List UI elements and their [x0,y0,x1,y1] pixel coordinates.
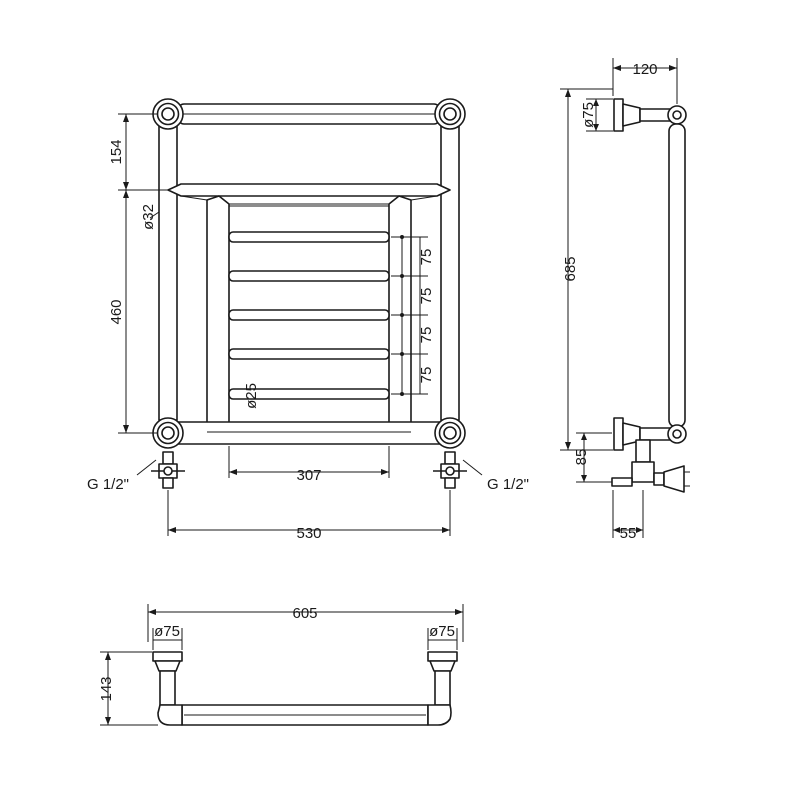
top-rail-tube [181,704,429,726]
right-post [440,123,460,421]
bottom-rail [176,421,442,445]
front-dimensions: 154 460 ø32 75 75 75 75 ø25 307 [87,113,529,542]
top-dimensions: 605 ø75 ø75 143 [98,604,464,726]
top-flange-left [152,651,183,672]
dim-rail-spacing-2: 75 [418,288,435,305]
top-corner-right [427,704,452,726]
bracket-bottom-right [434,417,466,449]
top-rail [177,103,441,125]
side-upright-tube [668,123,686,428]
bracket-top-right [434,98,466,130]
dim-valve-offset: 55 [620,525,637,542]
dim-overall-width: 605 [292,605,317,622]
front-view [151,98,467,489]
towel-rails [228,231,390,400]
top-post-right [434,670,451,706]
dim-inner-width: 307 [296,467,321,484]
dim-top-bracket-right-diameter: ø75 [429,623,455,640]
top-corner-left [157,704,183,726]
valve-right [433,451,467,489]
side-view [611,98,690,493]
dim-rail-spacing-3: 75 [418,327,435,344]
side-valve [611,439,690,493]
thread-label-right: G 1/2" [487,476,529,493]
dim-top-bracket-left-diameter: ø75 [154,623,180,640]
side-wall-bracket-top [613,98,687,132]
dim-rail-spacing-4: 75 [418,367,435,384]
dim-connection-centres: 530 [296,525,321,542]
dim-valve-height: 85 [573,449,590,466]
dim-rail-diameter: ø25 [243,383,260,409]
dim-top-projection: 143 [98,676,115,701]
valve-left [151,451,185,489]
dim-wall-offset: 120 [632,61,657,78]
top-view [152,651,458,726]
top-post-left [159,670,176,706]
dim-frame-height: 460 [108,299,125,324]
thread-label-left: G 1/2" [87,476,129,493]
side-dimensions: 120 ø75 685 85 55 [560,58,678,542]
left-post [158,123,178,421]
dim-total-height: 685 [562,256,579,281]
dim-side-bracket-diameter: ø75 [580,102,597,128]
dim-bar-diameter: ø32 [140,204,157,230]
dim-rail-spacing-1: 75 [418,249,435,266]
dim-top-section-height: 154 [108,139,125,164]
top-flange-right [427,651,458,672]
